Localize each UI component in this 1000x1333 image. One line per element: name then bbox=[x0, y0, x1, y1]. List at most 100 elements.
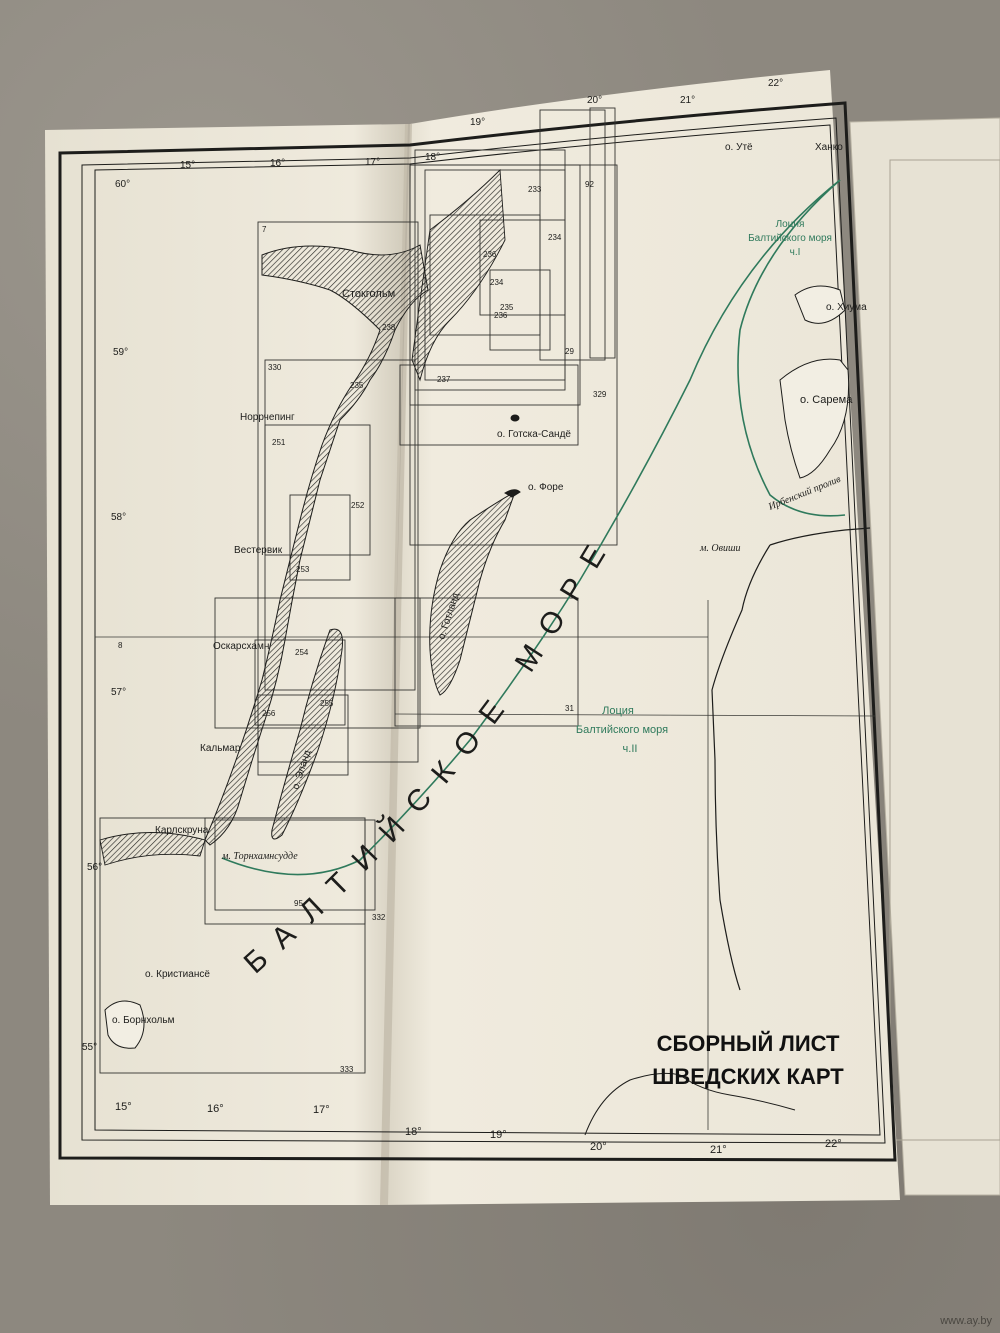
chart-number-6: 235 bbox=[500, 303, 514, 312]
chart-number-12: 329 bbox=[593, 390, 607, 399]
left-page bbox=[45, 124, 408, 1205]
longitude-labels-top: 15° 16° 17° 19° 20° 21° 22° 18° bbox=[180, 78, 783, 171]
lat-2: 58° bbox=[111, 512, 126, 523]
chart-number-20: 256 bbox=[262, 709, 276, 718]
pilot2-line3: ч.II bbox=[623, 743, 638, 755]
longitude-labels-bottom: 15° 16° 17° 18° 19° 20° 21° 22° bbox=[115, 1101, 842, 1156]
title-line1: СБОРНЫЙ ЛИСТ bbox=[657, 1031, 840, 1056]
lon-bottom-1: 16° bbox=[207, 1103, 224, 1115]
saaremaa-island bbox=[779, 358, 850, 479]
pilot-boundaries bbox=[221, 179, 846, 876]
lon-top-4: 19° bbox=[470, 117, 485, 128]
baltic-east-coast bbox=[711, 527, 871, 991]
chart-number-0: 7 bbox=[262, 225, 267, 234]
lon-bottom-6: 21° bbox=[710, 1144, 727, 1156]
map-border bbox=[58, 101, 897, 1162]
lon-bottom-5: 20° bbox=[590, 1141, 607, 1153]
label-bornholm: о. Борнхольм bbox=[112, 1015, 175, 1026]
chart-number-9: 236 bbox=[494, 311, 508, 320]
map-title: СБОРНЫЙ ЛИСТ ШВЕДСКИХ КАРТ bbox=[652, 1031, 844, 1089]
label-hiiumaa: о. Хиума bbox=[826, 302, 867, 313]
title-line2: ШВЕДСКИХ КАРТ bbox=[652, 1064, 844, 1089]
lon-bottom-2: 17° bbox=[313, 1104, 330, 1116]
label-uto: о. Утё bbox=[725, 142, 753, 153]
label-oskarshamn: Оскарсхамн bbox=[213, 641, 269, 652]
bornholm-island bbox=[104, 1000, 145, 1049]
next-page bbox=[849, 117, 1000, 1196]
label-faro: о. Форе bbox=[528, 482, 564, 493]
right-page bbox=[380, 70, 900, 1205]
chart-number-7: 238 bbox=[382, 323, 396, 332]
chart-number-22: 95 bbox=[294, 899, 303, 908]
faro-island bbox=[504, 489, 521, 498]
label-saaremaa: о. Сарема bbox=[800, 394, 853, 406]
chart-numbers: 7 233 92 234 236 234 235 238 237 236 29 330 329 235 25… bbox=[118, 180, 607, 1074]
label-kristianso: о. Кристиансё bbox=[145, 969, 210, 980]
lat-4: 56° bbox=[87, 862, 102, 873]
label-torhamn: м. Торнхамнсудде bbox=[221, 851, 298, 862]
oland-island bbox=[271, 628, 343, 840]
lon-bottom-0: 15° bbox=[115, 1101, 132, 1113]
gotland-island bbox=[429, 490, 516, 696]
pilot-part1-label: Лоция Балтийского моря ч.I bbox=[748, 219, 832, 258]
lon-bottom-7: 22° bbox=[825, 1138, 842, 1150]
chart-number-18: 254 bbox=[295, 648, 309, 657]
chart-number-17: 8 bbox=[118, 641, 123, 650]
pilot1-line3: ч.I bbox=[790, 247, 801, 258]
bottom-coast bbox=[584, 1072, 796, 1136]
chart-number-5: 234 bbox=[490, 278, 504, 287]
label-norrkoping: Норрчепинг bbox=[240, 412, 295, 423]
chart-number-1: 233 bbox=[528, 185, 542, 194]
pilot1-line1: Лоция bbox=[776, 219, 805, 230]
chart-number-8: 237 bbox=[437, 375, 451, 384]
pilot-part2-label: Лоция Балтийского моря ч.II bbox=[576, 705, 668, 755]
lon-bottom-3: 18° bbox=[405, 1126, 422, 1138]
next-page-frame bbox=[889, 159, 1000, 1141]
swedish-coast bbox=[99, 168, 506, 866]
pilot1-line2: Балтийского моря bbox=[748, 233, 832, 244]
label-stockholm: Стокгольм bbox=[342, 288, 395, 300]
label-ovishi: м. Овиши bbox=[699, 543, 741, 554]
pilot2-line2: Балтийского моря bbox=[576, 724, 668, 736]
page-gutter bbox=[380, 124, 412, 1205]
watermark: www.ay.by bbox=[940, 1315, 992, 1327]
label-karlskrona: Карлскруна bbox=[155, 825, 209, 836]
latitude-labels-left: 60° 59° 58° 57° 56° 55° bbox=[82, 179, 130, 1053]
lon-top-18: 18° bbox=[425, 152, 440, 163]
chart-number-15: 252 bbox=[351, 501, 365, 510]
label-hanko: Ханко bbox=[815, 142, 843, 153]
lon-top-5: 20° bbox=[587, 95, 602, 106]
chart-number-3: 234 bbox=[548, 233, 562, 242]
lon-top-6: 21° bbox=[680, 95, 695, 106]
pilot2-line1: Лоция bbox=[602, 705, 634, 717]
lat-5: 55° bbox=[82, 1042, 97, 1053]
chart-number-2: 92 bbox=[585, 180, 594, 189]
lon-top-1: 16° bbox=[270, 158, 285, 169]
chart-index-frames bbox=[99, 107, 618, 1074]
chart-number-11: 330 bbox=[268, 363, 282, 372]
lat-1: 59° bbox=[113, 347, 128, 358]
islands bbox=[104, 285, 850, 1049]
chart-number-10: 29 bbox=[565, 347, 574, 356]
lat-3: 57° bbox=[111, 687, 126, 698]
chart-number-4: 236 bbox=[483, 250, 497, 259]
label-kalmar: Кальмар bbox=[200, 743, 241, 754]
chart-number-16: 253 bbox=[296, 565, 310, 574]
lon-top-0: 15° bbox=[180, 160, 195, 171]
chart-number-21: 31 bbox=[565, 704, 574, 713]
hiiumaa-island bbox=[794, 285, 846, 324]
lon-top-2: 17° bbox=[365, 157, 380, 168]
chart-number-14: 251 bbox=[272, 438, 286, 447]
lat-0: 60° bbox=[115, 179, 130, 190]
gotska-island bbox=[510, 414, 520, 422]
chart-number-23: 332 bbox=[372, 913, 386, 922]
label-vastervik: Вестервик bbox=[234, 545, 283, 556]
chart-number-24: 333 bbox=[340, 1065, 354, 1074]
chart-number-13: 235 bbox=[350, 381, 364, 390]
graticule bbox=[95, 600, 876, 1130]
lon-top-7: 22° bbox=[768, 78, 783, 89]
label-gotska: о. Готска-Сандё bbox=[497, 429, 571, 440]
lon-bottom-4: 19° bbox=[490, 1129, 507, 1141]
